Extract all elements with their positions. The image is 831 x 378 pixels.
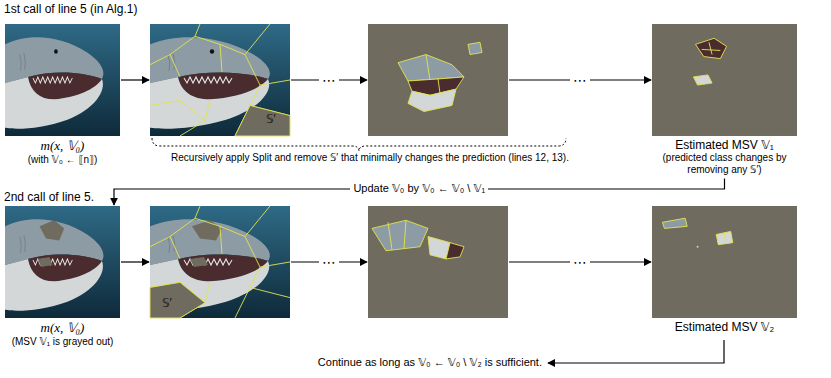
image-caption: m(x, 𝕍₀) [0,138,128,154]
segment-label: 𝕊′ [162,296,172,310]
image-panel [368,24,508,136]
flow-arrow [121,261,149,262]
image-caption: (MSV 𝕍₁ is grayed out) [0,336,138,348]
image-caption: (with 𝕍₀ ← ⟦n⟧) [0,154,128,166]
image-panel: Estimated MSV 𝕍₂ [652,206,797,334]
image-caption: m(x, 𝕍₀) [0,320,138,336]
image-panel [368,206,508,318]
edge-label: ⋯ [570,72,590,89]
edge-label: ⋯ [570,254,590,271]
image-caption: (predicted class changes by removing any… [657,152,792,176]
annotation-text: Recursively apply Split and remove 𝕊′ th… [171,152,569,164]
segment-label: 𝕊′ [266,112,276,126]
edge-label: ⋯ [319,72,339,89]
edge-label: Update 𝕍₀ by 𝕍₀ ← 𝕍₀ \ 𝕍₁ [350,182,488,195]
image-caption: Estimated MSV 𝕍₂ [650,320,800,334]
annotation-text: 2nd call of line 5. [4,190,94,204]
flow-arrow [121,79,149,80]
image-panel: m(x, 𝕍₀)(with 𝕍₀ ← ⟦n⟧) [5,24,120,166]
image-panel: 𝕊′ [150,24,290,136]
image-caption: Estimated MSV 𝕍₁ [650,138,800,152]
annotation-text: Continue as long as 𝕍₀ ← 𝕍₀ \ 𝕍₂ is suff… [318,356,542,369]
flow-arrow [114,178,725,205]
edge-label: ⋯ [319,254,339,271]
image-panel: Estimated MSV 𝕍₁(predicted class changes… [652,24,797,176]
image-panel: m(x, 𝕍₀)(MSV 𝕍₁ is grayed out) [5,206,120,348]
image-panel: 𝕊′ [150,206,290,318]
annotation-text: 1st call of line 5 (in Alg.1) [4,2,137,16]
